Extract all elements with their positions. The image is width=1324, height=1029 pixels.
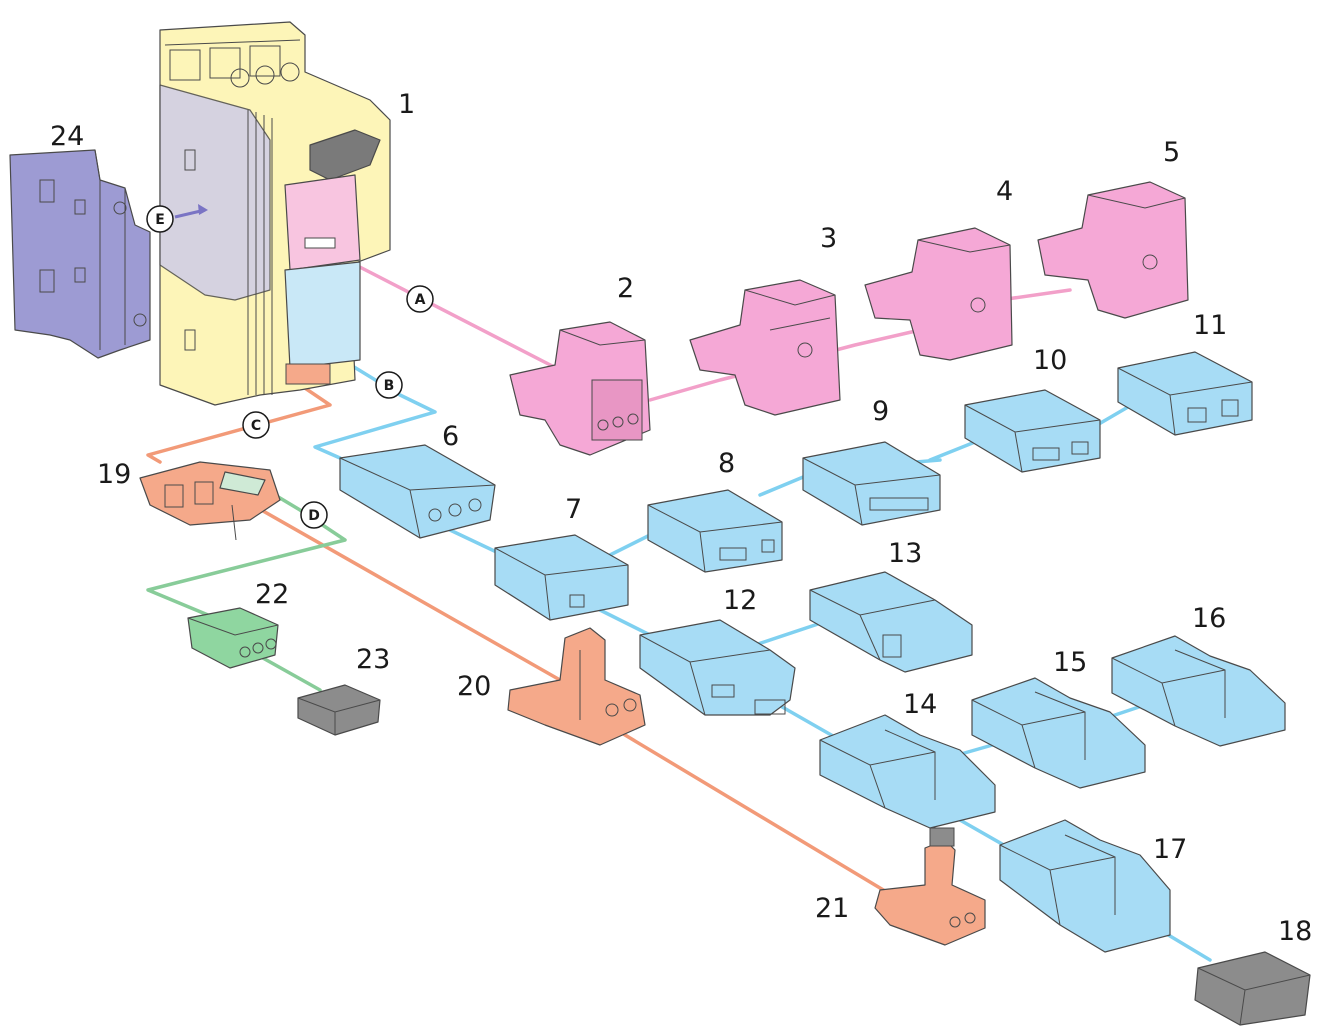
component-14[interactable] — [819, 714, 996, 829]
label-1: 1 — [398, 89, 415, 120]
label-20: 20 — [457, 671, 491, 702]
line-c — [146, 376, 332, 464]
label-13: 13 — [888, 538, 922, 569]
svg-text:D: D — [308, 508, 320, 524]
component-15[interactable] — [971, 677, 1146, 789]
label-10: 10 — [1033, 345, 1067, 376]
connector-b: B — [375, 371, 403, 399]
component-1[interactable] — [159, 21, 391, 406]
label-16: 16 — [1192, 603, 1226, 634]
label-12: 12 — [723, 585, 757, 616]
component-20[interactable] — [507, 627, 646, 746]
component-18[interactable] — [1194, 951, 1311, 1026]
label-4: 4 — [996, 176, 1013, 207]
svg-text:A: A — [415, 292, 426, 308]
connector-a: A — [406, 285, 434, 313]
component-4[interactable] — [864, 227, 1013, 361]
label-5: 5 — [1163, 137, 1180, 168]
line-b — [313, 343, 437, 460]
label-14: 14 — [903, 689, 937, 720]
component-12[interactable] — [639, 619, 796, 716]
connector-d: D — [300, 501, 328, 529]
component-6[interactable] — [339, 444, 496, 539]
label-19: 19 — [97, 459, 131, 490]
component-3[interactable] — [689, 279, 841, 416]
label-21: 21 — [815, 893, 849, 924]
label-9: 9 — [872, 396, 889, 427]
component-10[interactable] — [964, 389, 1101, 473]
component-21[interactable] — [874, 827, 986, 946]
line-blue-9-10 — [928, 438, 982, 462]
component-13[interactable] — [809, 571, 973, 673]
component-numbers: 1 2 3 4 5 6 7 8 9 10 11 12 13 14 15 16 1… — [50, 89, 1312, 947]
connector-labels: A B C D E — [146, 204, 434, 529]
label-2: 2 — [617, 273, 634, 304]
component-17[interactable] — [999, 819, 1171, 953]
label-6: 6 — [442, 421, 459, 452]
component-9[interactable] — [802, 441, 941, 526]
label-22: 22 — [255, 579, 289, 610]
label-3: 3 — [820, 223, 837, 254]
label-23: 23 — [356, 644, 390, 675]
component-7[interactable] — [494, 534, 629, 621]
svg-text:E: E — [155, 212, 165, 228]
label-11: 11 — [1193, 310, 1227, 341]
component-22[interactable] — [187, 607, 279, 669]
component-16[interactable] — [1111, 635, 1286, 747]
component-23[interactable] — [297, 684, 381, 736]
svg-text:C: C — [251, 418, 261, 434]
label-17: 17 — [1153, 834, 1187, 865]
component-2[interactable] — [509, 321, 651, 456]
label-8: 8 — [718, 448, 735, 479]
component-24[interactable] — [9, 149, 151, 359]
component-5[interactable] — [1037, 181, 1189, 319]
connector-e: E — [146, 204, 208, 233]
line-orange-long — [233, 493, 562, 682]
label-15: 15 — [1053, 647, 1087, 678]
component-8[interactable] — [647, 489, 783, 573]
line-d — [146, 478, 347, 622]
svg-text:B: B — [384, 378, 395, 394]
line-orange-20-21 — [598, 718, 902, 902]
component-19[interactable] — [139, 461, 281, 541]
label-24: 24 — [50, 121, 84, 152]
label-18: 18 — [1278, 916, 1312, 947]
component-11[interactable] — [1117, 351, 1253, 436]
connector-c: C — [242, 411, 270, 439]
label-7: 7 — [565, 494, 582, 525]
line-a — [348, 260, 562, 372]
